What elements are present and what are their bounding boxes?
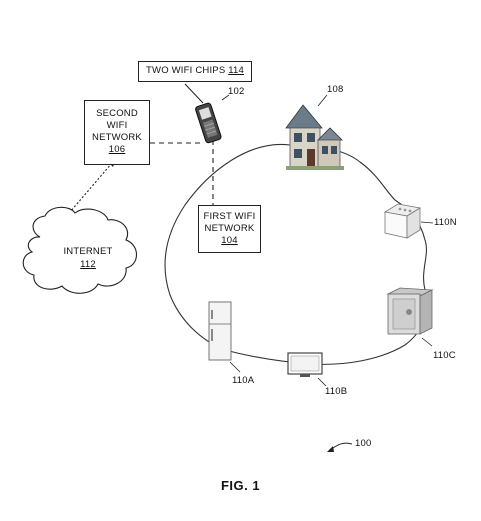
first-wifi-network-box: FIRST WIFI NETWORK 104	[198, 205, 261, 253]
refrigerator-icon	[208, 301, 232, 361]
internet-ref: 112	[80, 259, 96, 270]
tv-icon	[287, 352, 323, 377]
appliance-n-ref-leader	[420, 221, 434, 224]
chips-leader	[184, 83, 204, 104]
network-loop	[164, 143, 428, 365]
two-wifi-chips-box: TWO WIFI CHIPS 114	[138, 61, 252, 82]
first-wifi-ref: 104	[221, 235, 238, 246]
second-wifi-network-box: SECOND WIFI NETWORK 106	[84, 100, 150, 165]
second-wifi-line3: NETWORK	[92, 132, 142, 143]
internet-label: INTERNET 112	[62, 245, 114, 271]
safe-ref-label: 110C	[433, 350, 456, 361]
second-wifi-ref: 106	[108, 144, 126, 155]
first-wifi-line2: NETWORK	[204, 223, 255, 234]
mobile-phone-icon	[195, 102, 222, 144]
internet-cloud	[22, 206, 138, 294]
house-ref-label: 108	[327, 84, 344, 95]
house-ref-leader	[317, 94, 328, 107]
safe-icon	[386, 287, 434, 335]
safe-ref-leader	[421, 337, 433, 347]
fridge-ref-leader	[229, 361, 241, 373]
figure-ref-label: 100	[355, 438, 372, 449]
fridge-ref-label: 110A	[232, 375, 255, 386]
appliance-n-ref-label: 110N	[434, 217, 457, 228]
phone-ref-leader	[221, 94, 230, 101]
figure-ref-arrowhead	[327, 446, 334, 452]
first-wifi-line1: FIRST WIFI	[203, 211, 256, 222]
appliance-110n-icon	[383, 203, 422, 239]
figure-caption: FIG. 1	[220, 478, 261, 493]
two-wifi-chips-text: TWO WIFI CHIPS	[146, 65, 229, 76]
two-wifi-chips-ref: 114	[228, 65, 244, 76]
second-wifi-line1: SECOND	[96, 108, 138, 119]
tv-ref-leader	[317, 377, 327, 387]
phone-ref-label: 102	[228, 86, 245, 97]
second-wifi-line2: WIFI	[106, 120, 128, 131]
house-icon	[285, 104, 344, 170]
internet-text: INTERNET	[63, 246, 113, 257]
tv-ref-label: 110B	[325, 386, 348, 397]
